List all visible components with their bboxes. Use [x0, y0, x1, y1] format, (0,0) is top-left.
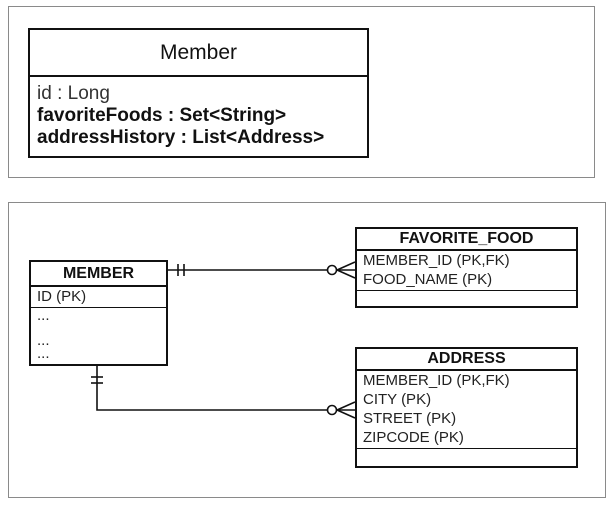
er-table-pk: ID (PK): [31, 287, 166, 308]
er-field: CITY (PK): [363, 391, 432, 408]
er-table-favorite-food: FAVORITE_FOOD MEMBER_ID (PK,FK) FOOD_NAM…: [355, 227, 578, 308]
er-field: MEMBER_ID (PK,FK): [363, 372, 510, 389]
er-table-title: ADDRESS: [357, 349, 576, 371]
uml-class-name: Member: [30, 30, 367, 77]
er-field: ...: [37, 307, 50, 324]
er-table-member: MEMBER ID (PK) ... ... ...: [29, 260, 168, 366]
relationship-member-favorite-food: [168, 261, 356, 279]
er-table-address: ADDRESS MEMBER_ID (PK,FK) CITY (PK) STRE…: [355, 347, 578, 468]
relationship-member-address: [91, 366, 356, 419]
er-table-fields: MEMBER_ID (PK,FK) CITY (PK) STREET (PK) …: [357, 371, 576, 449]
er-table-fields: ... ... ...: [31, 308, 166, 361]
er-field: ID (PK): [37, 288, 87, 305]
er-table-title: MEMBER: [31, 262, 166, 287]
er-table-fields: MEMBER_ID (PK,FK) FOOD_NAME (PK): [357, 251, 576, 291]
uml-attribute-favorite-foods: favoriteFoods : Set<String>: [37, 105, 287, 126]
uml-attribute-id: id : Long: [37, 83, 110, 104]
er-field: FOOD_NAME (PK): [363, 271, 493, 288]
er-field: ...: [37, 332, 50, 349]
er-field: ZIPCODE (PK): [363, 429, 464, 446]
er-field: MEMBER_ID (PK,FK): [363, 252, 510, 269]
uml-class-member: Member id : Long favoriteFoods : Set<Str…: [28, 28, 369, 158]
er-field: ...: [37, 345, 50, 362]
uml-attribute-address-history: addressHistory : List<Address>: [37, 127, 325, 148]
uml-attributes: id : Long favoriteFoods : Set<String> ad…: [30, 77, 367, 149]
er-field: STREET (PK): [363, 410, 457, 427]
er-table-title: FAVORITE_FOOD: [357, 229, 576, 251]
